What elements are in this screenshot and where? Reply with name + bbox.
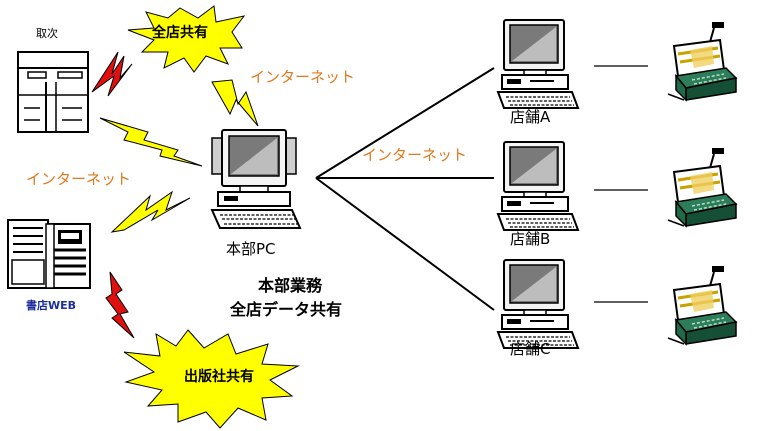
store-b-label: 店舗B	[510, 230, 551, 248]
server-icon	[7, 219, 91, 289]
lightning-icon	[99, 117, 203, 167]
store-b-computer-icon	[497, 141, 579, 231]
torii-label: 取次	[36, 27, 58, 40]
internet-label-left: インターネット	[26, 170, 132, 188]
lightning-icon	[91, 51, 133, 97]
bookstore-web-label: 書店WEB	[26, 299, 77, 312]
burst-top-label: 全店共有	[152, 25, 208, 41]
hq-computer-icon	[210, 129, 302, 229]
hq-operations-label: 本部業務	[258, 276, 323, 295]
store-c-label: 店舗C	[510, 340, 551, 358]
register-links	[594, 65, 648, 303]
internet-label-top: インターネット	[250, 68, 356, 86]
hq-pc-label: 本部PC	[226, 240, 276, 258]
store-a-label: 店舗A	[510, 108, 551, 126]
network-lines	[315, 67, 495, 311]
starburst	[127, 5, 246, 73]
starburst	[123, 329, 300, 429]
store-c-computer-icon	[497, 259, 579, 349]
all-store-data-label: 全店データ共有	[230, 300, 343, 319]
internet-label-right: インターネット	[362, 146, 468, 164]
lightning-icon	[211, 79, 259, 127]
cash-register-icon	[666, 20, 738, 102]
lightning-icon	[110, 190, 191, 233]
lightning-icon	[105, 271, 135, 339]
store-a-computer-icon	[497, 19, 579, 109]
cash-register-icon	[666, 264, 738, 346]
building-icon	[17, 51, 89, 133]
burst-bottom-label: 出版社共有	[184, 369, 254, 385]
cash-register-icon	[666, 146, 738, 228]
